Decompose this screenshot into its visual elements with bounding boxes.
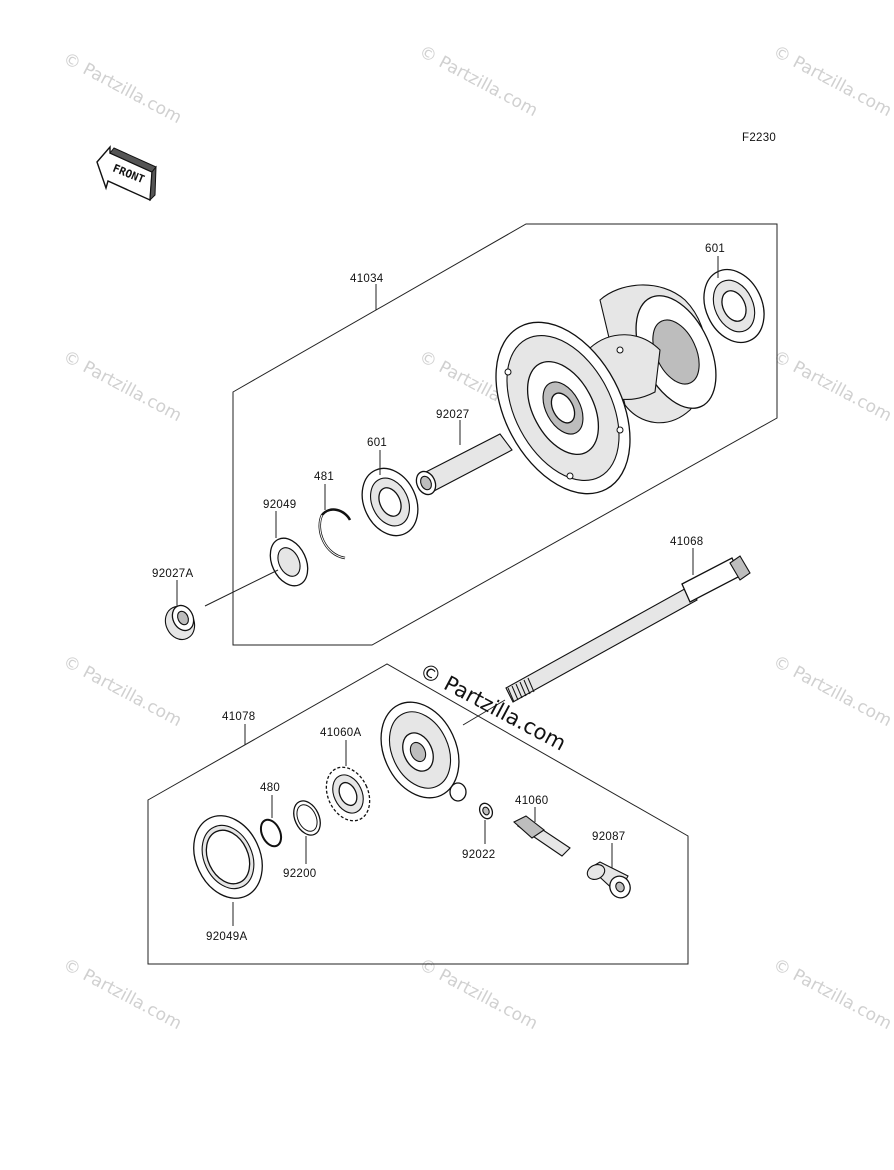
part-label-601[interactable]: 601 (705, 243, 725, 255)
bearing-icon (361, 467, 419, 537)
gear-assembly-frame (147, 663, 689, 965)
part-label-92027A[interactable]: 92027A (152, 568, 193, 580)
watermark: © Partzilla.com (416, 955, 541, 1034)
watermark: © Partzilla.com (416, 42, 541, 121)
part-label-92087[interactable]: 92087 (592, 831, 625, 843)
axle-icon (505, 555, 751, 703)
watermark: © Partzilla.com (770, 652, 894, 731)
wheel-hub-icon (495, 284, 717, 495)
watermark: © Partzilla.com (770, 347, 894, 426)
hub-assembly-frame (232, 223, 778, 646)
part-label-41060A[interactable]: 41060A (320, 727, 361, 739)
oil-seal-icon (269, 537, 309, 587)
watermark: © Partzilla.com (770, 42, 894, 121)
watermark: © Partzilla.com (60, 652, 185, 731)
part-label-92200[interactable]: 92200 (283, 868, 316, 880)
part-label-41068[interactable]: 41068 (670, 536, 703, 548)
circlip-icon (259, 818, 283, 848)
watermark: © Partzilla.com (60, 955, 185, 1034)
pinion-gear-icon (513, 815, 571, 857)
figure-code: F2230 (742, 132, 776, 144)
part-labels: 41034 601 92027 601 481 92049 92027A 410… (152, 243, 725, 943)
part-label-41060[interactable]: 41060 (515, 795, 548, 807)
watermark: © Partzilla.com (60, 347, 185, 426)
oil-seal-icon (193, 815, 263, 899)
part-label-481[interactable]: 481 (314, 471, 334, 483)
speedometer-gear-housing-icon (380, 701, 467, 802)
part-label-92049[interactable]: 92049 (263, 499, 296, 511)
spacer-tube-icon (415, 433, 513, 496)
watermark-layer: © Partzilla.com © Partzilla.com © Partzi… (60, 42, 894, 1034)
part-label-92049A[interactable]: 92049A (206, 931, 247, 943)
washer-icon (293, 800, 321, 836)
part-label-41034[interactable]: 41034 (350, 273, 384, 285)
bushing-icon (586, 861, 631, 899)
bearing-icon (703, 268, 765, 344)
drive-gear-icon (325, 766, 371, 822)
front-arrow-icon: FRONT (96, 145, 157, 202)
part-label-92027[interactable]: 92027 (436, 409, 469, 421)
watermark: © Partzilla.com (770, 955, 894, 1034)
part-label-92022[interactable]: 92022 (462, 849, 495, 861)
watermark: © Partzilla.com (60, 49, 185, 128)
part-label-601[interactable]: 601 (367, 437, 387, 449)
circlip-icon (318, 508, 352, 560)
part-label-480[interactable]: 480 (260, 782, 280, 794)
collar-icon (164, 604, 196, 641)
washer-icon (478, 802, 494, 820)
part-label-41078[interactable]: 41078 (222, 711, 255, 723)
